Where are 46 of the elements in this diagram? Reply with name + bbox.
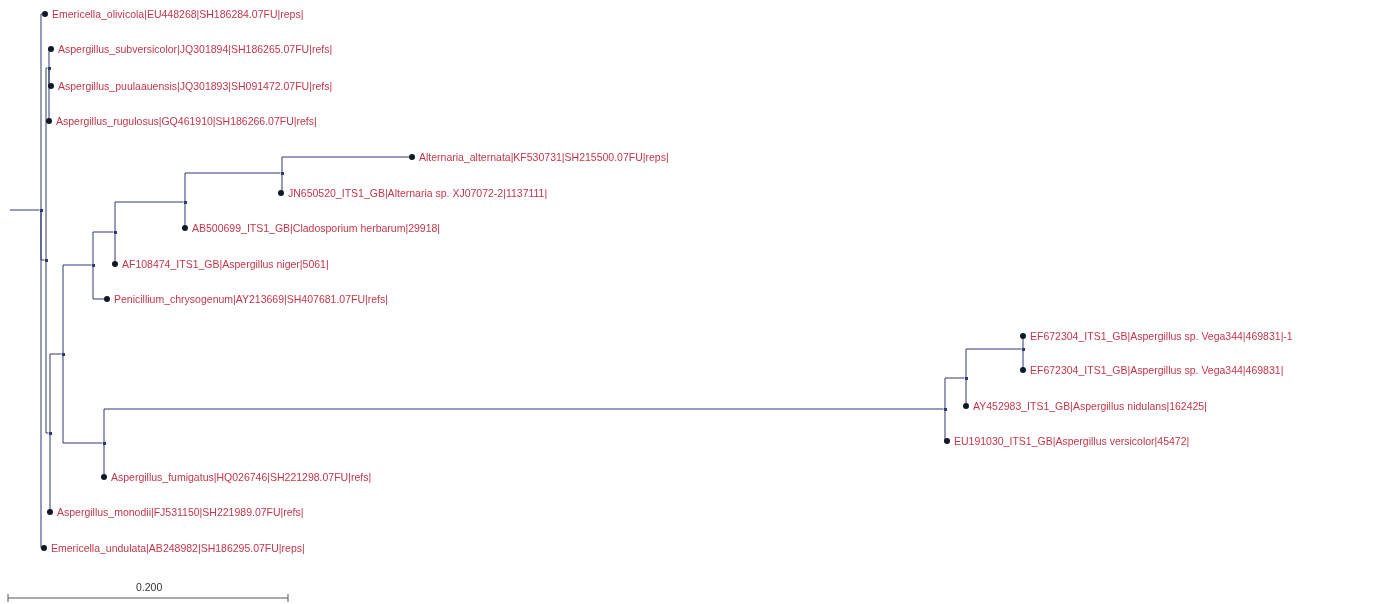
taxon-label: Aspergillus_monodii|FJ531150|SH221989.07FU|refs| — [57, 506, 304, 518]
tree-branch — [40, 209, 42, 549]
tree-branch — [45, 259, 49, 434]
taxon-label: AB500699_ITS1_GB|Cladosporium herbarum|29918| — [192, 222, 441, 234]
tree-branch — [45, 67, 48, 261]
taxon-label: Penicillium_chrysogenum|AY213669|SH407681.07FU|refs| — [114, 293, 388, 305]
taxon-label: Emericella_undulata|AB248982|SH186295.07FU|reps| — [51, 542, 305, 554]
branch-junction — [113, 230, 117, 234]
taxon-label: JN650520_ITS1_GB|Alternaria sp. XJ07072-2|1137111| — [288, 187, 548, 199]
branch-junction — [39, 208, 43, 212]
taxon-label: Aspergillus_fumigatus|HQ026746|SH221298.07FU|refs| — [111, 471, 372, 483]
taxon-label: Aspergillus_subversicolor|JQ301894|SH186265.07FU|refs| — [58, 43, 333, 55]
tree-branch — [944, 377, 965, 410]
branch-junction — [183, 200, 187, 204]
tree-branch — [62, 353, 103, 444]
tree-branch — [92, 264, 105, 300]
tree-branch — [62, 264, 92, 355]
taxon-label: EU191030_ITS1_GB|Aspergillus versicolor|45472| — [954, 435, 1190, 447]
branch-junction — [44, 258, 48, 262]
taxon-label: EF672304_ITS1_GB|Aspergillus sp. Vega344|469831| — [1030, 364, 1284, 376]
tree-branch — [92, 231, 114, 266]
branch-junction — [102, 441, 106, 445]
tree-branch — [40, 13, 43, 211]
taxon-label: AY452983_ITS1_GB|Aspergillus nidulans|162425| — [973, 400, 1207, 412]
tree-branch — [103, 408, 944, 444]
tree-branch — [281, 156, 410, 174]
tree-branch — [965, 348, 1022, 379]
branch-junction — [280, 171, 284, 175]
taxon-label: EF672304_ITS1_GB|Aspergillus sp. Vega344|469831|-1 — [1030, 330, 1293, 342]
taxon-label: AF108474_ITS1_GB|Aspergillus niger|5061| — [122, 258, 329, 270]
tree-branch — [49, 353, 62, 434]
taxon-label: Aspergillus_puulaauensis|JQ301893|SH091472.07FU|refs| — [58, 80, 333, 92]
taxon-label: Aspergillus_rugulosus|GQ461910|SH186266.07FU|refs| — [56, 115, 317, 127]
scale-label: 0.200 — [136, 582, 163, 593]
branch-junction — [943, 407, 947, 411]
taxon-label: Alternaria_alternata|KF530731|SH215500.07FU|reps| — [419, 151, 669, 163]
branch-junction — [964, 376, 968, 380]
tree-branch — [184, 172, 281, 203]
branch-junction — [1021, 347, 1025, 351]
tree-branch — [9, 209, 40, 211]
branch-junction — [91, 263, 95, 267]
taxon-label: Emericella_olivicola|EU448268|SH186284.07FU|reps| — [52, 8, 304, 20]
branch-junction — [48, 431, 52, 435]
tree-branch — [114, 201, 184, 233]
branch-junction — [47, 66, 51, 70]
branch-junction — [61, 352, 65, 356]
